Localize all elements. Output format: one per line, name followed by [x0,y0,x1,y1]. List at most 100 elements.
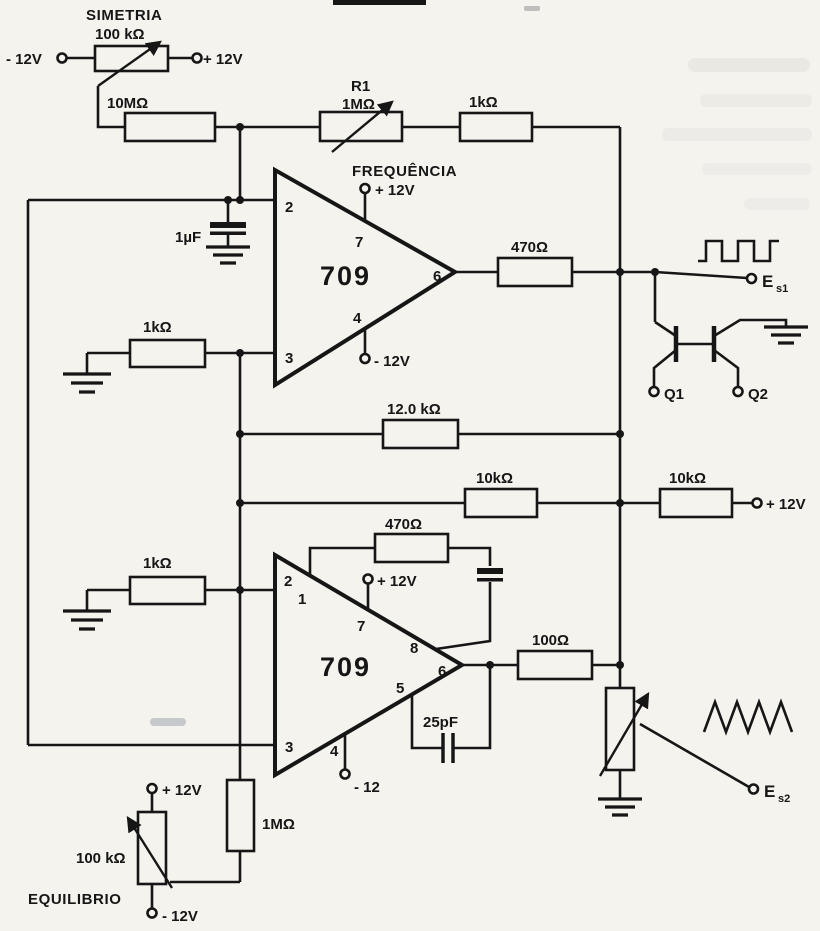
terminal-opamp1-vminus [359,352,371,365]
resistor-1m-vert-label: 1MΩ [262,816,295,833]
terminal-q1 [648,385,660,398]
resistor-470-osc-body [496,256,574,288]
opamp2-pin4-label: 4 [330,743,339,760]
resistor-10k-a-label: 10kΩ [476,470,513,487]
ground-symbols [63,245,808,817]
resistor-1k-amp-label: 1kΩ [143,555,172,572]
equilibrio-value-label: 100 kΩ [76,850,126,867]
junction-dots [224,123,659,669]
square-wave-icon [698,239,779,263]
resistor-1k-osc-label: 1kΩ [143,319,172,336]
ground-cap-1uf [206,245,250,265]
junction-dot [236,349,244,357]
resistor-1k-amp-body [128,575,207,606]
ground-output-pot [598,797,642,817]
terminal-q2 [732,385,744,398]
output-pot-arrow [598,691,650,777]
ground-clipper [764,325,808,345]
resistor-12k-body [381,418,460,450]
cap-25pf-label: 25pF [423,714,458,731]
opamp1-pin2-label: 2 [285,199,293,216]
junction-dot [236,586,244,594]
resistor-12k-label: 12.0 kΩ [387,401,441,418]
comp-cap-plate-top [477,568,503,574]
es2-output-label: E [764,782,775,801]
resistor-10k-b-label: 10kΩ [669,470,706,487]
opamp1-pin4-label: 4 [353,310,362,327]
opamp2-vplus-label: + 12V [377,573,417,590]
resistor-470-comp-body [373,532,450,564]
opamp1-chip-label: 709 [320,261,371,291]
simetria-pot-body [93,44,170,73]
opamp2-chip-label: 709 [320,652,371,682]
ground-osc-input [63,372,111,394]
resistor-1k-top-label: 1kΩ [469,94,498,111]
terminal-opamp2-vminus [339,768,351,780]
opamp2-pin3-label: 3 [285,739,293,756]
es1-output-label: E [762,272,773,291]
opamp2-pin1-label: 1 [298,591,306,608]
ground-amp-input [63,609,111,631]
junction-dot [236,430,244,438]
pot-arrows [97,40,650,889]
resistor-r1-body [318,110,404,143]
junction-dot [616,430,624,438]
opamp1-vminus-label: - 12V [374,353,410,370]
junction-dot [236,123,244,131]
junction-dot [616,661,624,669]
junction-dot [651,268,659,276]
es2-output-subscript: s2 [778,793,790,805]
resistor-470-osc-label: 470Ω [511,239,548,256]
terminal-pos12-right [751,497,763,509]
terminal-pos12-left [191,52,203,64]
terminal-opamp2-vplus [362,573,374,585]
opamp2-body [273,551,466,779]
es1-output-subscript: s1 [776,283,788,295]
schematic-labels: SIMETRIA 100 kΩ - 12V + 12V 10MΩ R1 1MΩ … [6,7,806,925]
triangle-wave-icon [702,698,794,736]
opamp2-pin8-label: 8 [410,640,418,657]
opamp2-pin6-label: 6 [438,663,446,680]
opamp2-vminus-label: - 12 [354,779,380,796]
cap-1uf-plate-bottom [210,231,246,235]
pos12-left-label: + 12V [203,51,243,68]
opamp1-body [273,166,459,389]
equi-pos12-label: + 12V [162,782,202,799]
equilibrio-pot-arrow [126,816,174,889]
resistor-1m-vert-body [225,778,256,853]
resistor-100-body [516,649,594,681]
opamp1-vplus-label: + 12V [375,182,415,199]
cap-1uf-label: 1µF [175,229,201,246]
junction-dot [486,661,494,669]
equi-neg12-label: - 12V [162,908,198,925]
comp-cap-plate-bottom [477,578,503,582]
frequencia-label: FREQUÊNCIA [352,162,457,180]
resistor-1k-top-body [458,111,534,143]
simetria-pot-arrow [97,40,162,87]
q2-label: Q2 [748,386,768,403]
resistor-470-comp-label: 470Ω [385,516,422,533]
terminal-es2-output [747,783,760,795]
r1-ref-label: R1 [351,78,370,95]
junction-dot [224,196,232,204]
opamp2-pin2-label: 2 [284,573,292,590]
junction-dot [236,499,244,507]
resistor-100-label: 100Ω [532,632,569,649]
cropped-title-bar [333,0,426,5]
resistor-10m-label: 10MΩ [107,95,148,112]
opamp2-pin5-label: 5 [396,680,404,697]
resistor-10m-body [123,111,217,143]
capacitors [210,222,503,763]
opamp2-pin7-label: 7 [357,618,365,635]
resistor-10k-a-body [463,487,539,519]
simetria-value-label: 100 kΩ [95,26,145,43]
junction-dot [616,499,624,507]
resistor-1k-osc-body [128,338,207,369]
neg12-left-label: - 12V [6,51,42,68]
simetria-label: SIMETRIA [86,7,162,24]
transistor-bars [673,326,717,362]
junction-dot [236,196,244,204]
